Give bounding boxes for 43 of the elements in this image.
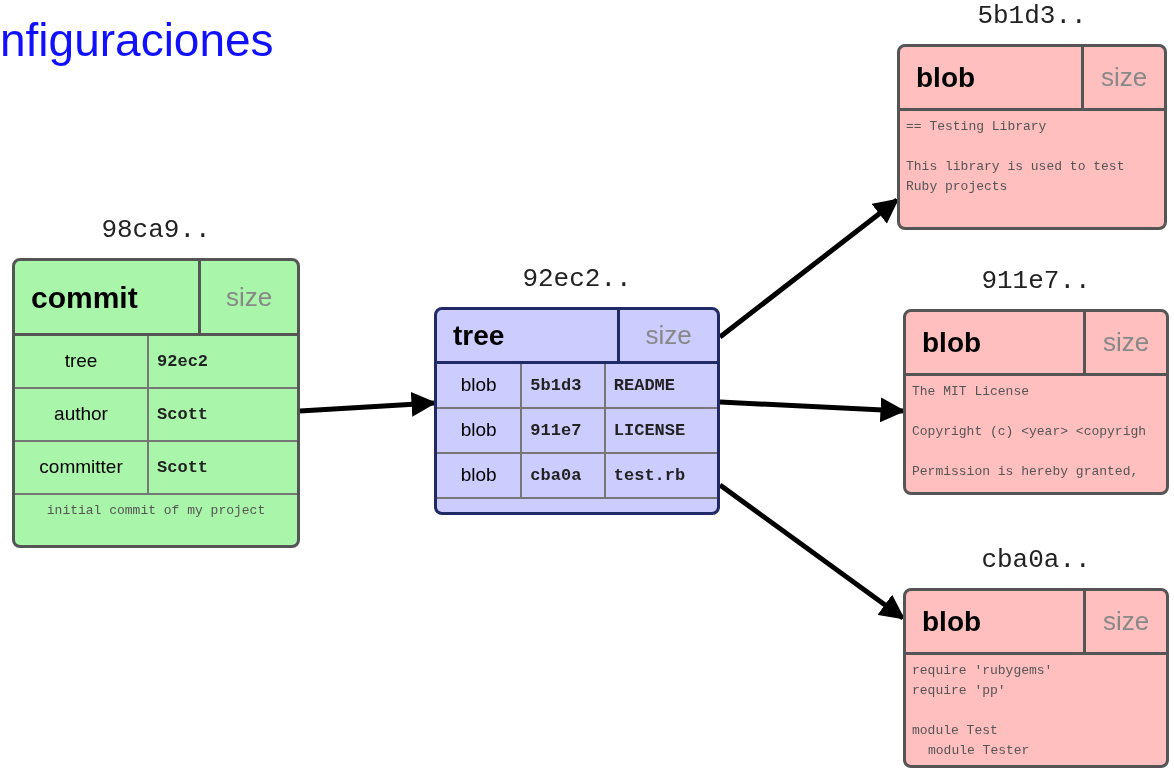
field-text: test.rb <box>613 464 686 487</box>
field-text: blob <box>460 418 497 443</box>
arrow <box>718 198 899 339</box>
field-text: committer <box>39 455 123 480</box>
content-line: module Test <box>912 722 999 740</box>
field-text: README <box>613 374 675 397</box>
hash-label: 92ec2.. <box>522 263 632 296</box>
hash-label: cba0a.. <box>981 544 1091 577</box>
field-text: Scott <box>157 456 209 479</box>
object-type: blob <box>922 325 982 360</box>
field-text: blob <box>460 463 497 488</box>
field-text: cba0a <box>530 464 582 487</box>
content-line: module Tester <box>927 742 1031 760</box>
field-text: blob <box>460 373 497 398</box>
content-line: require 'rubygems' <box>912 662 1054 680</box>
size-field: size <box>1100 58 1148 97</box>
object-type: blob <box>916 60 976 95</box>
object-type: tree <box>453 318 505 353</box>
commit-message: initial commit of my project <box>45 502 267 520</box>
object-type: commit <box>31 279 138 316</box>
arrow <box>718 482 905 621</box>
hash-label: 911e7.. <box>981 265 1091 298</box>
size-field: size <box>225 277 273 317</box>
field-text: 911e7 <box>530 419 582 442</box>
field-text: 5b1d3 <box>530 374 582 397</box>
object-type: blob <box>922 604 982 639</box>
field-text: LICENSE <box>613 419 686 442</box>
field-text: Scott <box>157 403 209 426</box>
content-line: The MIT License <box>912 383 1031 401</box>
hash-label: 98ca9.. <box>101 214 211 247</box>
field-text: author <box>54 402 108 427</box>
field-text: tree <box>64 349 98 374</box>
content-line: Permission is hereby granted, <box>912 463 1140 481</box>
size-field: size <box>1102 323 1150 362</box>
hash-label: 5b1d3.. <box>977 0 1087 33</box>
title: nfiguraciones <box>0 13 274 68</box>
content-line: Copyright (c) <year> <copyrigh <box>912 423 1148 441</box>
size-field: size <box>645 316 692 355</box>
field-text: 92ec2 <box>157 350 209 373</box>
content-line: This library is used to test Ruby projects <box>906 158 1126 196</box>
content-line: == Testing Library <box>906 118 1048 136</box>
size-field: size <box>1102 602 1150 641</box>
content-line: require 'pp' <box>912 682 1007 700</box>
